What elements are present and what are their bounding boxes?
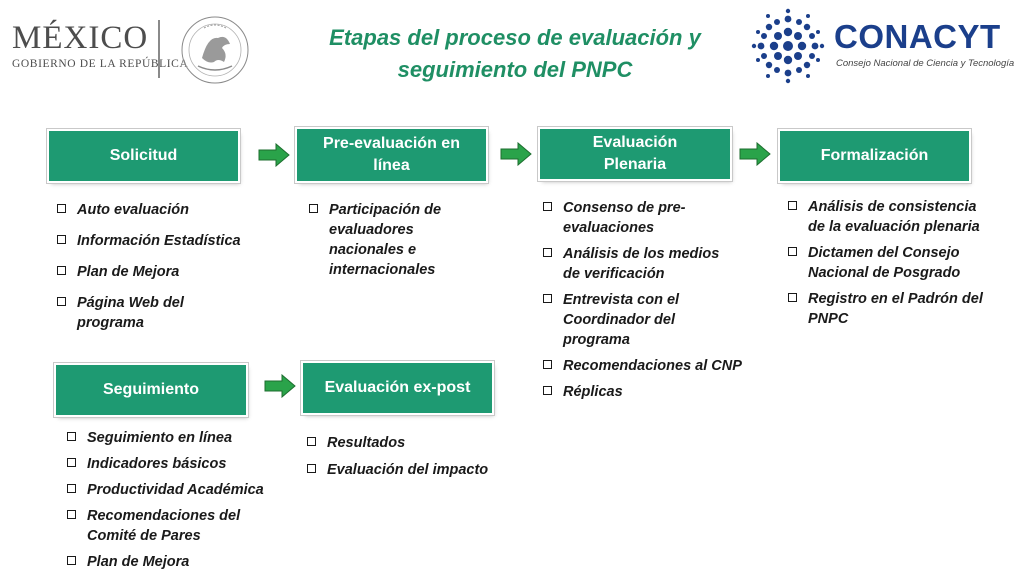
list-item: Réplicas — [541, 382, 726, 402]
list-item: Evaluación del impacto — [305, 460, 515, 480]
checkbox-bullet-icon — [543, 248, 552, 257]
checkbox-bullet-icon — [67, 458, 76, 467]
stage-plenaria-label-2: Plenaria — [603, 156, 667, 173]
stage-preevaluacion-label-2: línea — [373, 157, 410, 174]
formalizacion-list: Análisis de consistencia de la evaluació… — [786, 197, 986, 329]
checkbox-bullet-icon — [67, 484, 76, 493]
checkbox-bullet-icon — [67, 510, 76, 519]
list-item: Productividad Académica — [65, 480, 285, 500]
title-line-2: seguimiento del PNPC — [397, 57, 633, 82]
stage-preevaluacion-label-1: Pre-evaluación en — [323, 135, 460, 152]
mexico-government-logo: MÉXICO GOBIERNO DE LA REPÚBLICA — [8, 14, 258, 84]
conacyt-subtitle: Consejo Nacional de Ciencia y Tecnología — [836, 58, 1015, 69]
seguimiento-list: Seguimiento en línea Indicadores básicos… — [65, 428, 285, 572]
list-item: Recomendaciones al CNP — [541, 356, 743, 376]
stage-seguimiento: Seguimiento — [56, 365, 246, 415]
list-item: Página Web del programa — [55, 293, 207, 333]
checkbox-bullet-icon — [788, 247, 797, 256]
checkbox-bullet-icon — [543, 386, 552, 395]
stage-formalizacion: Formalización — [780, 131, 969, 181]
logo-divider — [158, 20, 160, 78]
checkbox-bullet-icon — [788, 201, 797, 210]
title-line-1: Etapas del proceso de evaluación y — [329, 25, 701, 50]
list-item: Seguimiento en línea — [65, 428, 285, 448]
stage-seguimiento-label: Seguimiento — [102, 381, 199, 398]
arrow-right-icon — [500, 142, 532, 166]
stage-plenaria: Evaluación Plenaria — [540, 129, 730, 179]
list-item: Registro en el Padrón del PNPC — [786, 289, 988, 329]
stage-formalizacion-label: Formalización — [820, 147, 929, 164]
list-item: Plan de Mejora — [65, 552, 285, 572]
stage-expost: Evaluación ex-post — [303, 363, 492, 413]
list-item: Participación de evaluadores nacionales … — [307, 200, 457, 280]
checkbox-bullet-icon — [543, 294, 552, 303]
checkbox-bullet-icon — [57, 235, 66, 244]
preevaluacion-list: Participación de evaluadores nacionales … — [307, 200, 457, 280]
list-item: Resultados — [305, 433, 515, 453]
list-item: Recomendaciones del Comité de Pares — [65, 506, 267, 546]
checkbox-bullet-icon — [788, 293, 797, 302]
checkbox-bullet-icon — [307, 437, 316, 446]
list-item: Entrevista con el Coordinador del progra… — [541, 290, 713, 350]
conacyt-wordmark: CONACYT — [834, 18, 1001, 55]
checkbox-bullet-icon — [57, 204, 66, 213]
checkbox-bullet-icon — [67, 556, 76, 565]
plenaria-list: Consenso de pre-evaluaciones Análisis de… — [541, 198, 742, 402]
stage-preevaluacion: Pre-evaluación en línea — [297, 129, 486, 181]
list-item: Dictamen del Consejo Nacional de Posgrad… — [786, 243, 993, 283]
conacyt-logo: CONACYT Consejo Nacional de Ciencia y Te… — [748, 8, 1018, 84]
list-item: Análisis de consistencia de la evaluació… — [786, 197, 986, 237]
list-item: Indicadores básicos — [65, 454, 285, 474]
checkbox-bullet-icon — [57, 297, 66, 306]
stage-solicitud-label: Solicitud — [109, 147, 178, 164]
stage-plenaria-label-1: Evaluación — [592, 134, 678, 151]
checkbox-bullet-icon — [57, 266, 66, 275]
list-item: Auto evaluación — [55, 200, 265, 220]
checkbox-bullet-icon — [67, 432, 76, 441]
checkbox-bullet-icon — [307, 464, 316, 473]
list-item: Análisis de los medios de verificación — [541, 244, 726, 284]
list-item: Plan de Mejora — [55, 262, 265, 282]
conacyt-dots-icon — [751, 8, 825, 84]
checkbox-bullet-icon — [309, 204, 318, 213]
solicitud-list: Auto evaluación Información Estadística … — [55, 200, 265, 333]
arrow-right-icon — [264, 374, 296, 398]
mexico-wordmark: MÉXICO — [12, 20, 149, 56]
checkbox-bullet-icon — [543, 360, 552, 369]
stage-solicitud: Solicitud — [49, 131, 238, 181]
arrow-right-icon — [739, 142, 771, 166]
mexican-seal-icon — [181, 16, 249, 84]
list-item: Información Estadística — [55, 231, 265, 251]
page-title: Etapas del proceso de evaluación y segui… — [300, 22, 730, 86]
stage-expost-label: Evaluación ex-post — [324, 379, 471, 396]
list-item: Consenso de pre-evaluaciones — [541, 198, 713, 238]
gobierno-subtitle: GOBIERNO DE LA REPÚBLICA — [12, 58, 189, 70]
checkbox-bullet-icon — [543, 202, 552, 211]
expost-list: Resultados Evaluación del impacto — [305, 433, 515, 480]
arrow-right-icon — [258, 143, 290, 167]
